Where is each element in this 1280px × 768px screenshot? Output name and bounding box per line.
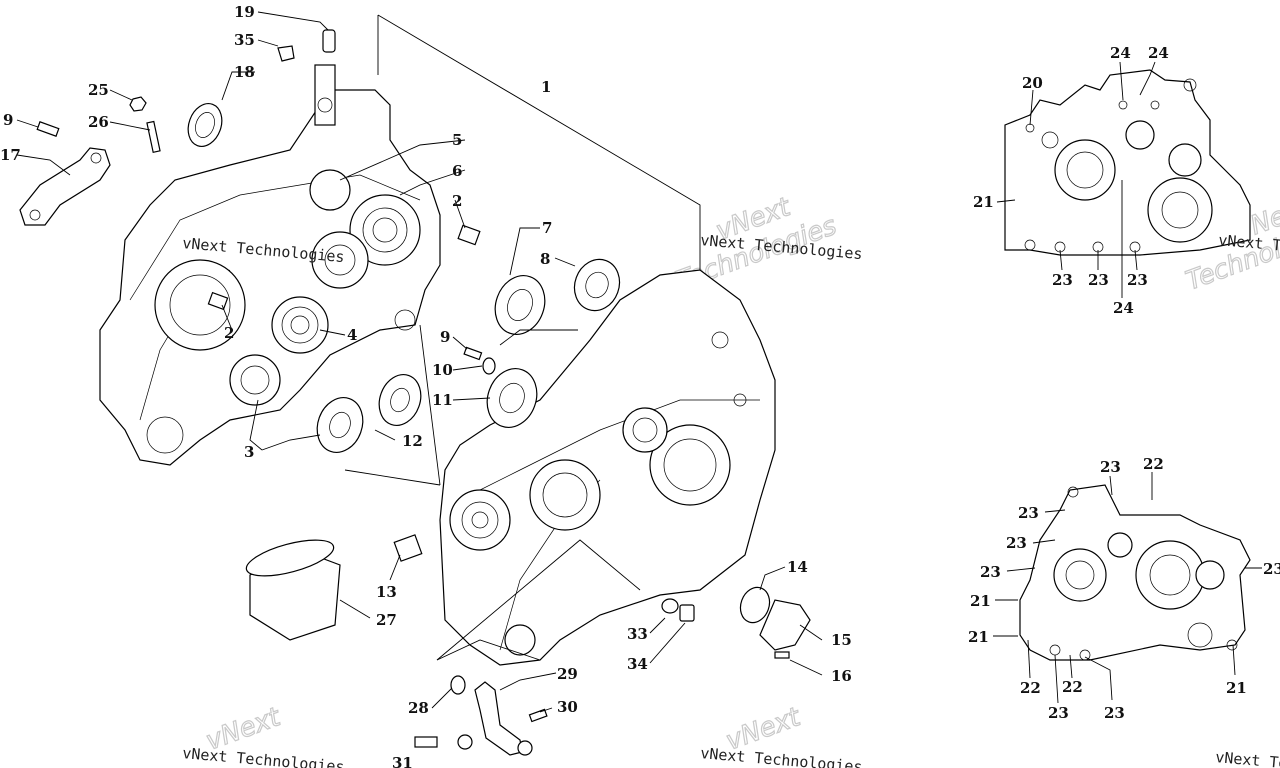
callout-6: 6 (452, 162, 462, 180)
right-crankcase-half (439, 269, 776, 666)
callout-19: 19 (234, 3, 255, 21)
part-30-bolt (528, 708, 548, 723)
callout-18: 18 (234, 63, 255, 81)
callout-23-f: 23 (1006, 534, 1027, 552)
part-13-nipple (393, 534, 423, 562)
callout-23: 23 (1052, 271, 1073, 289)
part-26-stud (146, 120, 161, 154)
callout-22-b: 22 (1020, 679, 1041, 697)
part-7-bearing (494, 275, 546, 335)
callout-21-d: 21 (1226, 679, 1247, 697)
callout-7: 7 (542, 219, 552, 237)
left-small-parts (19, 29, 481, 311)
oil-filter-assembly (245, 534, 423, 641)
callout-26: 26 (88, 113, 109, 131)
part-25-nut (129, 96, 147, 112)
callout-21: 21 (973, 193, 994, 211)
part-8-bearing (573, 258, 621, 312)
callout-23-h: 23 (1263, 560, 1280, 578)
callout-numbers: 19 35 18 25 26 9 17 1 5 6 2 2 4 3 12 7 8… (0, 3, 1280, 768)
case-view-bottom (1019, 484, 1251, 661)
watermark-label: vNext Technologies (700, 744, 864, 768)
part-2-dowel (457, 224, 481, 246)
callout-9: 9 (3, 111, 13, 129)
part-11-bearing (486, 368, 538, 428)
part-10-washer (482, 357, 496, 375)
callout-23-b: 23 (1088, 271, 1109, 289)
callout-30: 30 (557, 698, 578, 716)
callout-12: 12 (402, 432, 423, 450)
callout-31: 31 (392, 754, 413, 768)
part-14-oring (739, 586, 771, 624)
part-28-oring (450, 675, 466, 695)
part-2-dowel-b (207, 291, 229, 311)
callout-16: 16 (831, 667, 852, 685)
part-15-cover (759, 599, 811, 651)
callout-9-b: 9 (440, 328, 450, 346)
part-34-plug (679, 604, 695, 622)
callout-5: 5 (452, 131, 462, 149)
callout-1: 1 (541, 78, 551, 96)
callout-23-j: 23 (1104, 704, 1125, 722)
callout-22: 22 (1143, 455, 1164, 473)
part-17-bracket (19, 147, 111, 226)
callout-35: 35 (234, 31, 255, 49)
callout-33: 33 (627, 625, 648, 643)
callout-14: 14 (787, 558, 808, 576)
callout-4: 4 (347, 326, 357, 344)
case-view-top (1004, 69, 1251, 256)
callout-27: 27 (376, 611, 397, 629)
part-18-seal (187, 103, 223, 147)
part-35-cap (277, 45, 295, 62)
watermark-label: vNext Technologies (182, 744, 346, 768)
callout-24-c: 24 (1113, 299, 1134, 317)
callout-11: 11 (432, 391, 453, 409)
callout-8: 8 (540, 250, 550, 268)
part-12-seal (378, 374, 422, 426)
callout-20: 20 (1022, 74, 1043, 92)
callout-23-d: 23 (1100, 458, 1121, 476)
callout-15: 15 (831, 631, 852, 649)
part-33-washer (661, 598, 679, 614)
callout-23-g: 23 (980, 563, 1001, 581)
part-16-bolt (774, 651, 790, 659)
callout-23-c: 23 (1127, 271, 1148, 289)
part-31-bolt (414, 736, 438, 748)
part-9-bolt (36, 121, 60, 137)
callout-21-b: 21 (970, 592, 991, 610)
watermark-label: vNext Technologies (1215, 748, 1280, 768)
callout-23-i: 23 (1048, 704, 1069, 722)
callout-24-b: 24 (1148, 44, 1169, 62)
callout-2-b: 2 (224, 324, 234, 342)
callout-25: 25 (88, 81, 109, 99)
callout-28: 28 (408, 699, 429, 717)
callout-13: 13 (376, 583, 397, 601)
callout-21-c: 21 (968, 628, 989, 646)
bearings (316, 258, 621, 453)
part-29-pipe (474, 681, 523, 756)
callout-34: 34 (627, 655, 648, 673)
part-19-plug (322, 29, 336, 53)
callout-29: 29 (557, 665, 578, 683)
part-3-bearing (316, 397, 364, 453)
left-crankcase-half (99, 64, 441, 466)
callout-24: 24 (1110, 44, 1131, 62)
callout-2: 2 (452, 192, 462, 210)
callout-17: 17 (0, 146, 21, 164)
callout-10: 10 (432, 361, 453, 379)
right-small-parts (414, 586, 811, 756)
callout-23-e: 23 (1018, 504, 1039, 522)
part-9b-bolt (463, 346, 483, 361)
callout-22-c: 22 (1062, 678, 1083, 696)
leader-lines (16, 11, 1262, 713)
callout-3: 3 (244, 443, 254, 461)
